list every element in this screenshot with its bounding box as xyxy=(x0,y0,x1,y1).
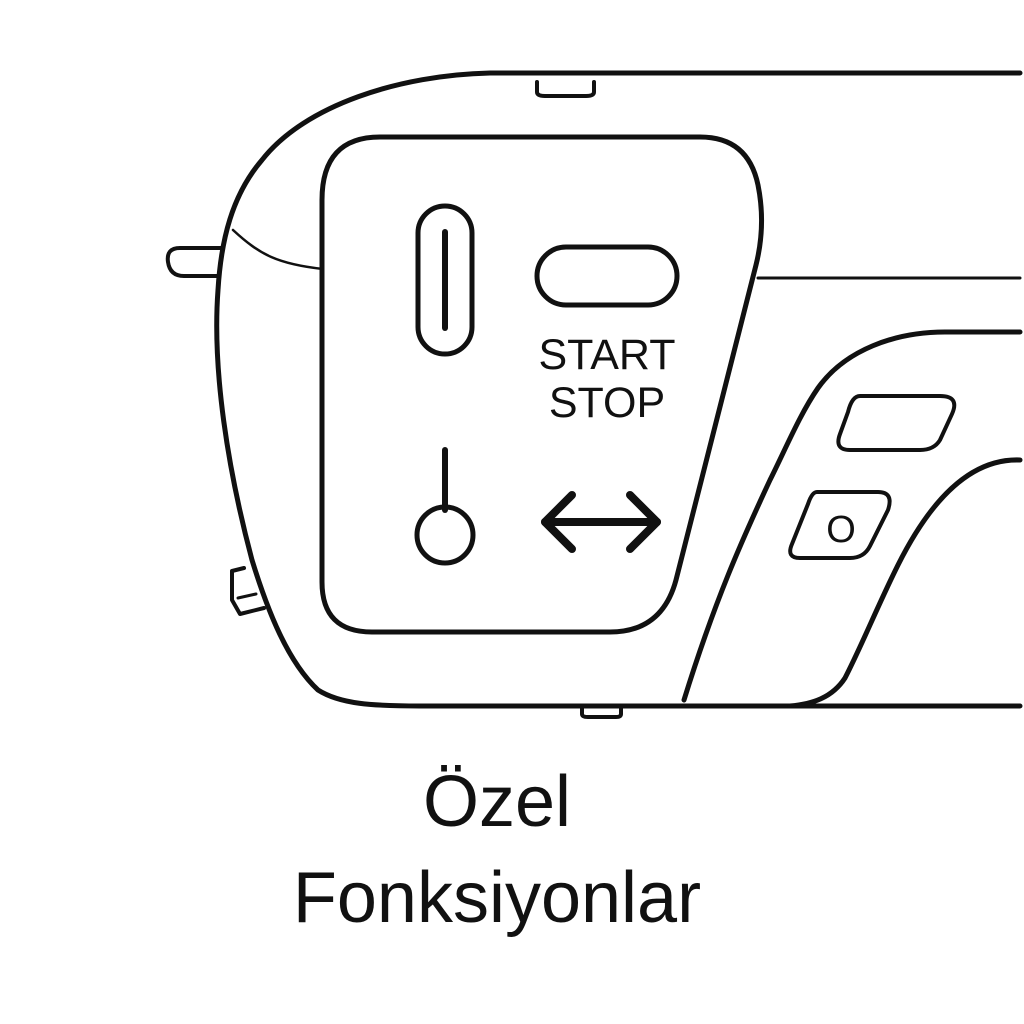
direction-button[interactable] xyxy=(541,491,661,553)
caption-title-line-1: Özel xyxy=(422,762,572,842)
machine-body-outline xyxy=(214,70,1023,709)
reverse-button[interactable] xyxy=(415,203,475,357)
stop-label: STOP xyxy=(549,379,665,427)
start-stop-button[interactable] xyxy=(534,244,680,308)
control-panel xyxy=(319,134,765,635)
needle-position-button[interactable] xyxy=(414,447,476,566)
body-seam xyxy=(231,228,325,271)
secondary-panel xyxy=(681,329,1023,703)
side-button-label: O xyxy=(826,509,856,551)
side-upper-button[interactable] xyxy=(836,394,957,452)
rounded-rect-button-icon xyxy=(534,244,680,308)
side-clip xyxy=(230,566,266,616)
start-label: START xyxy=(539,331,676,379)
side-lever xyxy=(165,246,224,278)
bottom-tab xyxy=(580,704,623,719)
double-arrow-icon xyxy=(541,491,661,553)
caption-title-line-2: Fonksiyonlar xyxy=(292,858,702,938)
side-lower-button[interactable]: O xyxy=(788,490,892,560)
needle-down-icon xyxy=(414,447,476,566)
top-tab xyxy=(535,80,596,98)
